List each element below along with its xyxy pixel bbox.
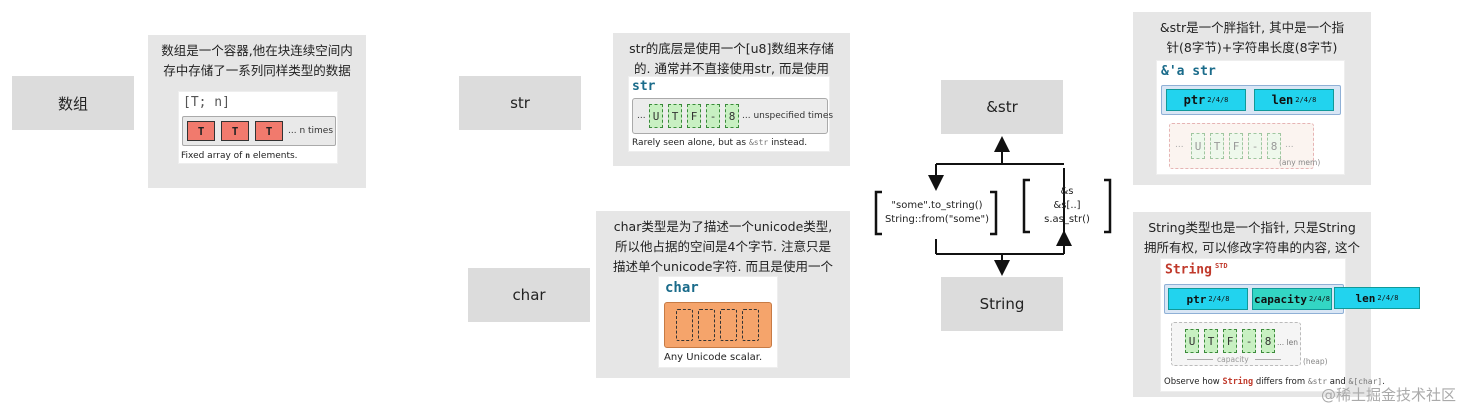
str-suffix: ... unspecified times bbox=[742, 111, 834, 121]
string-cell: - bbox=[1242, 329, 1256, 353]
str-node: str bbox=[459, 76, 581, 130]
str-cell: T bbox=[668, 104, 682, 128]
ref-str-suffix: ... bbox=[1285, 140, 1294, 150]
array-cell: T bbox=[221, 121, 249, 141]
to-string-method: String::from("some") bbox=[884, 214, 990, 225]
str-prefix: ... bbox=[637, 111, 646, 121]
ref-str-card-title: &'a str bbox=[1161, 64, 1216, 79]
char-byte bbox=[698, 309, 715, 341]
array-node: 数组 bbox=[12, 76, 134, 130]
to-ref-method: &s bbox=[1060, 186, 1074, 197]
string-cell: F bbox=[1223, 329, 1237, 353]
str-cell: F bbox=[687, 104, 701, 128]
array-note-text: 数组是一个容器,他在块连续空间内存中存储了一系列同样类型的数据 bbox=[161, 43, 353, 78]
char-card: char Any Unicode scalar. bbox=[658, 276, 778, 368]
string-len-note: ... len bbox=[1277, 338, 1298, 347]
array-caption: Fixed array of n elements. bbox=[181, 151, 298, 161]
array-cell: T bbox=[187, 121, 215, 141]
array-card: [T; n] T T T ... n times Fixed array of … bbox=[178, 91, 338, 164]
string-cell: 8 bbox=[1261, 329, 1275, 353]
str-caption: Rarely seen alone, but as &str instead. bbox=[632, 138, 808, 148]
string-cell: T bbox=[1204, 329, 1218, 353]
string-cell: U bbox=[1185, 329, 1199, 353]
ref-str-note-text: &str是一个胖指针, 其中是一个指针(8字节)+字符串长度(8字节) bbox=[1159, 20, 1345, 55]
char-card-title: char bbox=[665, 280, 699, 296]
str-cell: 8 bbox=[725, 104, 739, 128]
to-ref-method: s.as_str() bbox=[1044, 214, 1090, 225]
ref-str-cell: U bbox=[1191, 133, 1205, 159]
string-node: String bbox=[941, 277, 1063, 331]
watermark: @稀土掘金技术社区 bbox=[1320, 386, 1456, 404]
string-capacity-note: capacity bbox=[1217, 355, 1249, 364]
array-suffix: ... n times bbox=[288, 126, 334, 136]
ref-str-cell: T bbox=[1210, 133, 1224, 159]
array-cell: T bbox=[255, 121, 283, 141]
str-cell: U bbox=[649, 104, 663, 128]
ref-str-prefix: ... bbox=[1175, 140, 1184, 150]
char-note-text: char类型是为了描述一个unicode类型, 所以他占据的空间是4个字节. 注… bbox=[613, 219, 833, 294]
array-card-title: [T; n] bbox=[183, 95, 230, 110]
string-caption: Observe how String differs from &str and… bbox=[1164, 377, 1385, 387]
char-byte bbox=[676, 309, 693, 341]
char-node: char bbox=[468, 268, 590, 322]
string-capacity-arrow bbox=[1187, 359, 1213, 360]
ref-str-cell: - bbox=[1248, 133, 1262, 159]
string-heap-note: (heap) bbox=[1303, 357, 1328, 366]
ref-str-node: &str bbox=[941, 80, 1063, 134]
string-capacity-arrow bbox=[1255, 359, 1281, 360]
to-string-method: "some".to_string() bbox=[891, 200, 983, 211]
ref-str-cell: 8 bbox=[1267, 133, 1281, 159]
str-card-title: str bbox=[632, 79, 656, 94]
str-cell: - bbox=[706, 104, 720, 128]
ref-str-cell: F bbox=[1229, 133, 1243, 159]
ref-str-mem-note: (any mem) bbox=[1279, 158, 1321, 167]
str-card: str ... U T F - 8 ... unspecified times … bbox=[628, 76, 834, 152]
to-ref-methods: &s &s[..] s.as_str() bbox=[1030, 185, 1104, 227]
to-ref-method: &s[..] bbox=[1053, 200, 1081, 211]
char-byte bbox=[742, 309, 759, 341]
char-byte bbox=[720, 309, 737, 341]
char-caption: Any Unicode scalar. bbox=[664, 352, 763, 363]
to-string-methods: "some".to_string() String::from("some") bbox=[880, 199, 994, 227]
